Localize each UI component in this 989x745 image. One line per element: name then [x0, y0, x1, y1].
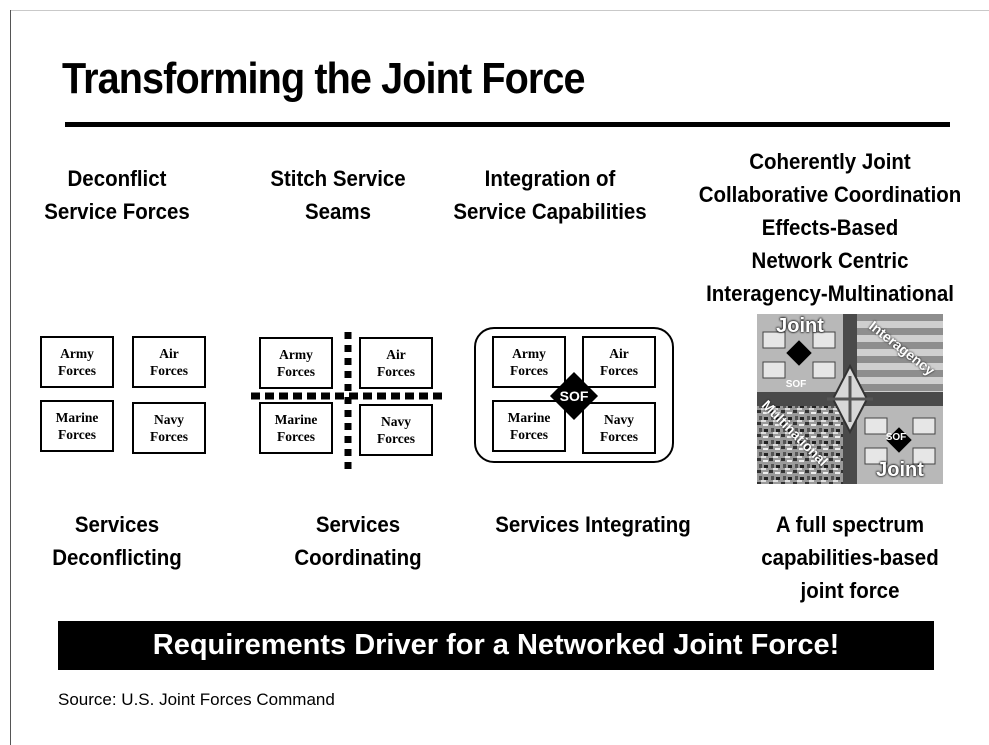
stage-3-heading-line-1: Integration of — [484, 166, 616, 191]
box-label-line-2: Forces — [150, 429, 188, 444]
frame-left-border — [10, 10, 11, 745]
box-label-line-1: Navy — [381, 414, 411, 429]
interagency-quadrant — [857, 314, 943, 392]
stage-4-caption-line-2: capabilities-based — [761, 545, 939, 570]
box-label-line-2: Forces — [377, 431, 415, 446]
stage-4-caption-line-1: A full spectrum — [775, 512, 925, 537]
box-label-line-1: Air — [609, 346, 629, 361]
center-arrows — [827, 376, 873, 422]
multinational-quadrant — [757, 406, 843, 484]
stage-4-heading-line-3: Effects-Based — [761, 215, 899, 240]
slide-title: Transforming the Joint Force — [62, 54, 586, 103]
stage-2-heading-line-2: Seams — [304, 199, 371, 224]
stage-4-caption: A full spectrum capabilities-based joint… — [729, 508, 971, 607]
source-citation: Source: U.S. Joint Forces Command — [58, 690, 335, 709]
box-label-line-1: Air — [386, 347, 406, 362]
box-label-line-1: Air — [159, 346, 179, 361]
stage-4-heading: Coherently Joint Collaborative Coordinat… — [681, 145, 979, 310]
box-label-line-2: Forces — [58, 363, 96, 378]
stitch-seams-graphic — [251, 332, 445, 472]
stage-4-heading-line-2: Collaborative Coordination — [698, 182, 962, 207]
stage-3-heading: Integration of Service Capabilities — [443, 162, 657, 228]
box-label-line-1: Navy — [604, 412, 634, 427]
box-label-line-2: Forces — [377, 364, 415, 379]
sof-diamond-bottom — [886, 427, 912, 453]
stage-1-caption-line-1: Services — [74, 512, 160, 537]
frame-top-border — [10, 10, 989, 11]
joint-force-graphic — [757, 314, 943, 484]
box-label-line-2: Forces — [58, 427, 96, 442]
box-label-line-1: Marine — [507, 410, 551, 425]
box-label-line-1: Navy — [154, 412, 184, 427]
box-label-line-2: Forces — [150, 363, 188, 378]
stage-2-caption-line-2: Coordinating — [294, 545, 422, 570]
stage-1-heading: Deconflict Service Forces — [29, 162, 206, 228]
box-label-line-2: Forces — [600, 363, 638, 378]
sof-label-top: SOF — [785, 379, 807, 390]
box-label-line-2: Forces — [277, 429, 315, 444]
box-label-line-2: Forces — [510, 427, 548, 442]
box-label-line-1: Army — [512, 346, 546, 361]
sof-diamond-top — [786, 340, 812, 366]
stage-1-heading-line-1: Deconflict — [67, 166, 167, 191]
joint-top-label: Joint — [776, 315, 824, 337]
sof-label: SOF — [559, 388, 589, 404]
stage-1-heading-line-2: Service Forces — [44, 199, 190, 224]
title-rule — [65, 122, 950, 127]
stage-2-heading: Stitch Service Seams — [250, 162, 427, 228]
box-label-line-2: Forces — [277, 364, 315, 379]
stage-4-heading-line-1: Coherently Joint — [749, 149, 911, 174]
integration-container — [474, 327, 674, 463]
box-label-line-2: Forces — [510, 363, 548, 378]
joint-bottom-label: Joint — [876, 459, 924, 481]
sof-label-bottom: SOF — [885, 432, 907, 443]
stage-1-caption: Services Deconflicting — [29, 508, 206, 574]
box-label-line-1: Marine — [274, 412, 318, 427]
stage-4-heading-line-5: Interagency-Multinational — [706, 281, 954, 306]
requirements-banner: Requirements Driver for a Networked Join… — [58, 621, 934, 670]
box-label-line-1: Army — [60, 346, 94, 361]
stage-3-heading-line-2: Service Capabilities — [453, 199, 647, 224]
stage-2-caption-line-1: Services — [315, 512, 401, 537]
stage-4-caption-line-3: joint force — [800, 578, 900, 603]
stage-1-caption-line-2: Deconflicting — [52, 545, 182, 570]
stage-3-caption: Services Integrating — [477, 508, 710, 541]
stage-2-caption: Services Coordinating — [265, 508, 451, 574]
box-label-line-1: Marine — [55, 410, 99, 425]
box-label-line-1: Army — [279, 347, 313, 362]
box-label-line-2: Forces — [600, 429, 638, 444]
stage-4-heading-line-4: Network Centric — [751, 248, 909, 273]
stage-3-caption-line-1: Services Integrating — [495, 512, 691, 537]
stage-2-heading-line-1: Stitch Service — [270, 166, 406, 191]
